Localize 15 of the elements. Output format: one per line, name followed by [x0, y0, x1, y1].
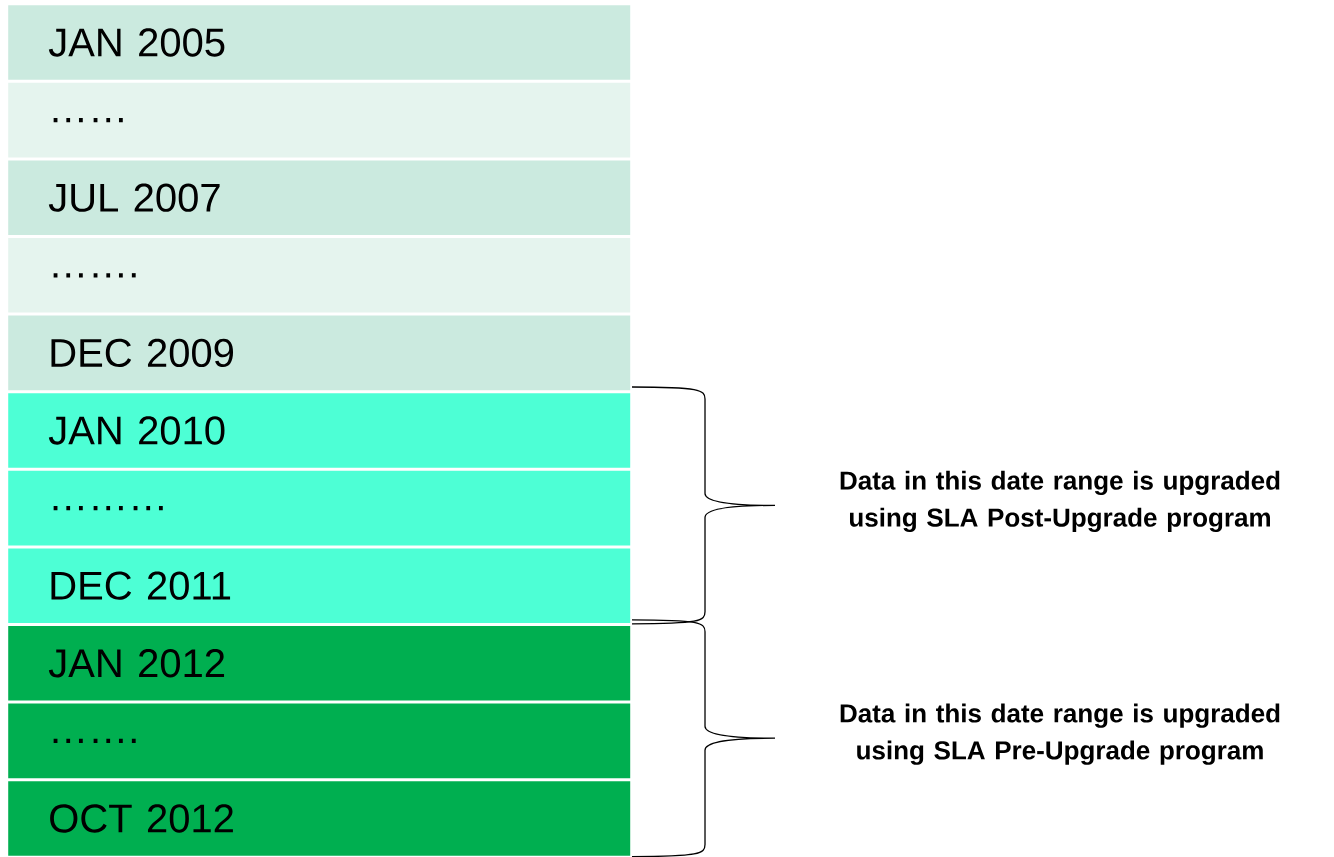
date-row: OCT 2012 — [8, 781, 631, 856]
date-row: DEC 2011 — [8, 548, 631, 623]
date-row: …… — [8, 82, 631, 158]
date-row: JAN 2010 — [8, 393, 631, 468]
date-row: ……. — [8, 238, 631, 313]
date-row: ……… — [8, 470, 631, 546]
range-note: Data in this date range is upgraded using SLA Pre-Upgrade program — [840, 703, 1280, 765]
node-label: ……. — [53, 273, 136, 278]
range-note: Data in this date range is upgraded using SLA Post-Upgrade program — [840, 470, 1280, 533]
node-label: …… — [53, 117, 123, 123]
date-row: DEC 2009 — [8, 315, 631, 391]
date-row: JUL 2007 — [8, 160, 631, 235]
date-row: ……. — [8, 703, 631, 779]
date-row: JAN 2012 — [8, 626, 631, 701]
date-row: JAN 2005 — [8, 5, 631, 80]
